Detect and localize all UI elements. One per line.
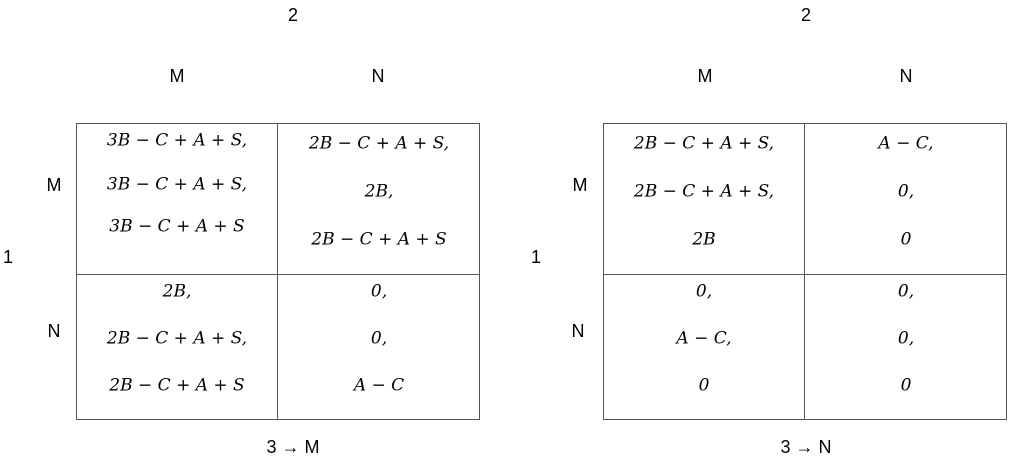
cell-mn-payoff-1: A − C, xyxy=(878,133,934,154)
cell-nn-payoff-2: 0, xyxy=(370,328,388,349)
column-label-n: N xyxy=(371,66,385,86)
cell-mn-payoff-3: 0 xyxy=(900,229,912,250)
cell-nm-payoff-3: 2B − C + A + S xyxy=(109,375,245,396)
player-1-label: 1 xyxy=(2,247,14,267)
cell-mm-payoff-1: 3B − C + A + S, xyxy=(106,130,248,151)
cell-nm-payoff-1: 2B, xyxy=(162,281,192,302)
row-label-n: N xyxy=(571,321,585,341)
cell-nm-payoff-3: 0 xyxy=(698,375,710,396)
cell-mn-payoff-3: 2B − C + A + S xyxy=(311,229,447,250)
payoff-matrix xyxy=(76,123,480,420)
player-2-label: 2 xyxy=(800,5,812,25)
player-3-choice-label: 3 → M xyxy=(266,437,320,457)
matrix-divider-vertical xyxy=(804,124,805,419)
cell-nn-payoff-1: 0, xyxy=(370,281,388,302)
row-label-m: M xyxy=(46,175,62,195)
cell-nn-payoff-2: 0, xyxy=(897,328,915,349)
matrix-divider-horizontal xyxy=(77,274,479,275)
payoff-matrix xyxy=(603,123,1007,420)
cell-nm-payoff-1: 0, xyxy=(695,281,713,302)
cell-nn-payoff-1: 0, xyxy=(897,281,915,302)
cell-mm-payoff-2: 2B − C + A + S, xyxy=(633,181,775,202)
player-2-label: 2 xyxy=(287,5,299,25)
cell-nm-payoff-2: A − C, xyxy=(676,328,732,349)
cell-nm-payoff-2: 2B − C + A + S, xyxy=(106,328,248,349)
player-1-label: 1 xyxy=(530,247,542,267)
cell-mn-payoff-2: 2B, xyxy=(364,181,394,202)
column-label-m: M xyxy=(169,66,185,86)
column-label-m: M xyxy=(697,66,713,86)
cell-mm-payoff-3: 3B − C + A + S xyxy=(109,216,245,237)
row-label-n: N xyxy=(47,321,61,341)
column-label-n: N xyxy=(899,66,913,86)
cell-nn-payoff-3: 0 xyxy=(900,375,912,396)
cell-mn-payoff-2: 0, xyxy=(897,181,915,202)
cell-mn-payoff-1: 2B − C + A + S, xyxy=(308,133,450,154)
cell-nn-payoff-3: A − C xyxy=(353,375,405,396)
cell-mm-payoff-2: 3B − C + A + S, xyxy=(106,174,248,195)
row-label-m: M xyxy=(572,175,588,195)
cell-mm-payoff-3: 2B xyxy=(692,229,716,250)
matrix-divider-horizontal xyxy=(604,274,1006,275)
cell-mm-payoff-1: 2B − C + A + S, xyxy=(633,133,775,154)
player-3-choice-label: 3 → N xyxy=(780,437,832,457)
matrix-divider-vertical xyxy=(277,124,278,419)
